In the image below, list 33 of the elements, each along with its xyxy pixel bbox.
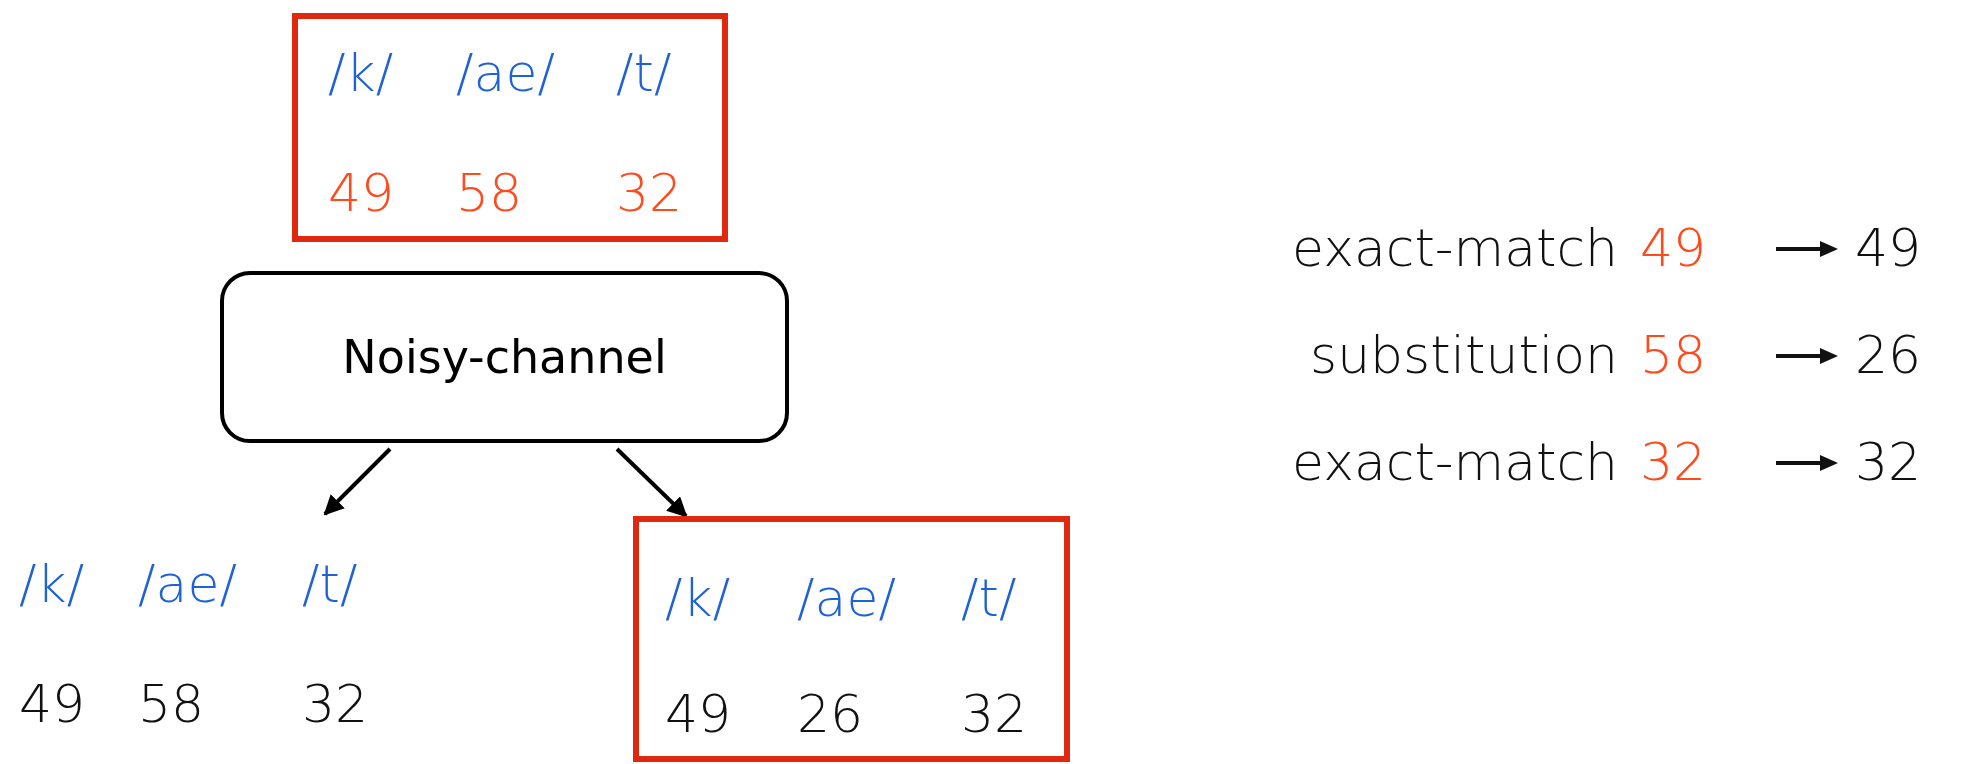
phoneme-label: /k/: [665, 572, 731, 624]
box-label: Noisy-channel: [342, 330, 667, 384]
process-box: [220, 271, 789, 443]
highlight-box: [633, 516, 1070, 762]
source-id: 32: [1640, 436, 1707, 488]
phoneme-label: /t/: [961, 572, 1017, 624]
phoneme-id: 32: [961, 688, 1028, 740]
phoneme-label: /t/: [616, 47, 672, 99]
operation-label: exact-match: [1292, 436, 1618, 488]
source-id: 58: [1640, 329, 1707, 381]
target-id: 32: [1855, 436, 1922, 488]
phoneme-id: 49: [328, 167, 395, 219]
phoneme-id: 49: [19, 678, 86, 730]
arrow: [615, 447, 688, 518]
phoneme-id: 58: [138, 678, 205, 730]
highlight-box: [292, 13, 728, 242]
operation-label: substitution: [1310, 329, 1618, 381]
phoneme-id: 32: [616, 167, 683, 219]
phoneme-id: 32: [302, 678, 369, 730]
phoneme-label: /ae/: [456, 47, 555, 99]
target-id: 26: [1855, 329, 1922, 381]
phoneme-id: 58: [456, 167, 523, 219]
phoneme-id: 26: [797, 688, 864, 740]
target-id: 49: [1855, 222, 1922, 274]
operation-label: exact-match: [1292, 222, 1618, 274]
phoneme-label: /ae/: [797, 572, 896, 624]
source-id: 49: [1640, 222, 1707, 274]
arrow: [323, 447, 392, 516]
phoneme-label: /ae/: [138, 558, 237, 610]
phoneme-label: /k/: [19, 558, 85, 610]
phoneme-id: 49: [665, 688, 732, 740]
phoneme-label: /k/: [328, 47, 394, 99]
phoneme-label: /t/: [302, 558, 358, 610]
